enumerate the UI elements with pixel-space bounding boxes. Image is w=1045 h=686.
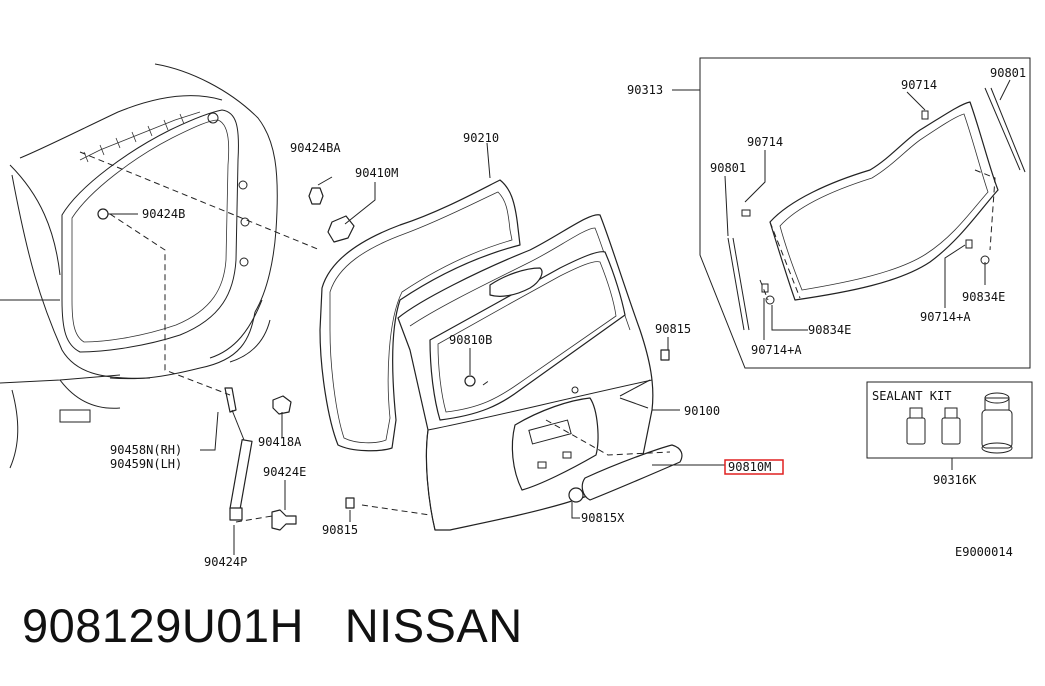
label-90801-top: 90801 bbox=[990, 66, 1026, 80]
label-90801-left: 90801 bbox=[710, 161, 746, 175]
finisher-garnish bbox=[581, 444, 683, 501]
label-90815-top: 90815 bbox=[655, 322, 691, 336]
label-90714a-right: 90714+A bbox=[920, 310, 971, 324]
label-90100: 90100 bbox=[684, 404, 720, 418]
label-90459n: 90459N(LH) bbox=[110, 457, 182, 471]
leader-lines bbox=[108, 79, 1011, 555]
label-90815x: 90815X bbox=[581, 511, 625, 525]
label-90458n: 90458N(RH) bbox=[110, 443, 182, 457]
part-labels: 90313 90714 90801 90714 90801 90834E 907… bbox=[110, 66, 1026, 569]
label-90714-mid: 90714 bbox=[747, 135, 783, 149]
label-90714-top: 90714 bbox=[901, 78, 937, 92]
label-90316k: 90316K bbox=[933, 473, 977, 487]
weatherstrip-seal bbox=[319, 179, 521, 452]
label-90424ba: 90424BA bbox=[290, 141, 341, 155]
sealant-bottle-small bbox=[906, 407, 926, 445]
label-90418a: 90418A bbox=[258, 435, 302, 449]
vehicle-body-outline bbox=[0, 63, 278, 469]
brand-name: NISSAN bbox=[344, 599, 523, 652]
label-90424p: 90424P bbox=[204, 555, 247, 569]
sealant-can-large bbox=[981, 392, 1013, 454]
part-number-caption: 908129U01H NISSAN bbox=[22, 598, 523, 653]
sealant-bottle-medium bbox=[941, 407, 961, 445]
label-90714a-left: 90714+A bbox=[751, 343, 802, 357]
label-90313: 90313 bbox=[627, 83, 663, 97]
label-90410m: 90410M bbox=[355, 166, 398, 180]
gas-stay-damper bbox=[224, 387, 253, 521]
back-door-panel bbox=[397, 214, 654, 531]
highlight-box-90810m bbox=[724, 459, 784, 475]
back-window-glass-box bbox=[699, 57, 1031, 369]
part-number: 908129U01H bbox=[22, 599, 304, 652]
label-90815-bottom: 90815 bbox=[322, 523, 358, 537]
label-90210: 90210 bbox=[463, 131, 499, 145]
assembly-dashed-lines bbox=[79, 151, 671, 523]
label-90810m: 90810M bbox=[728, 460, 771, 474]
label-90834e-left: 90834E bbox=[808, 323, 851, 337]
sealant-kit-box bbox=[866, 381, 1033, 459]
diagram-code: E9000014 bbox=[955, 545, 1013, 559]
label-90834e-right: 90834E bbox=[962, 290, 1005, 304]
label-90424b: 90424B bbox=[142, 207, 185, 221]
sealant-kit-label: SEALANT KIT bbox=[872, 389, 951, 403]
label-90810b: 90810B bbox=[449, 333, 492, 347]
label-90424e: 90424E bbox=[263, 465, 306, 479]
